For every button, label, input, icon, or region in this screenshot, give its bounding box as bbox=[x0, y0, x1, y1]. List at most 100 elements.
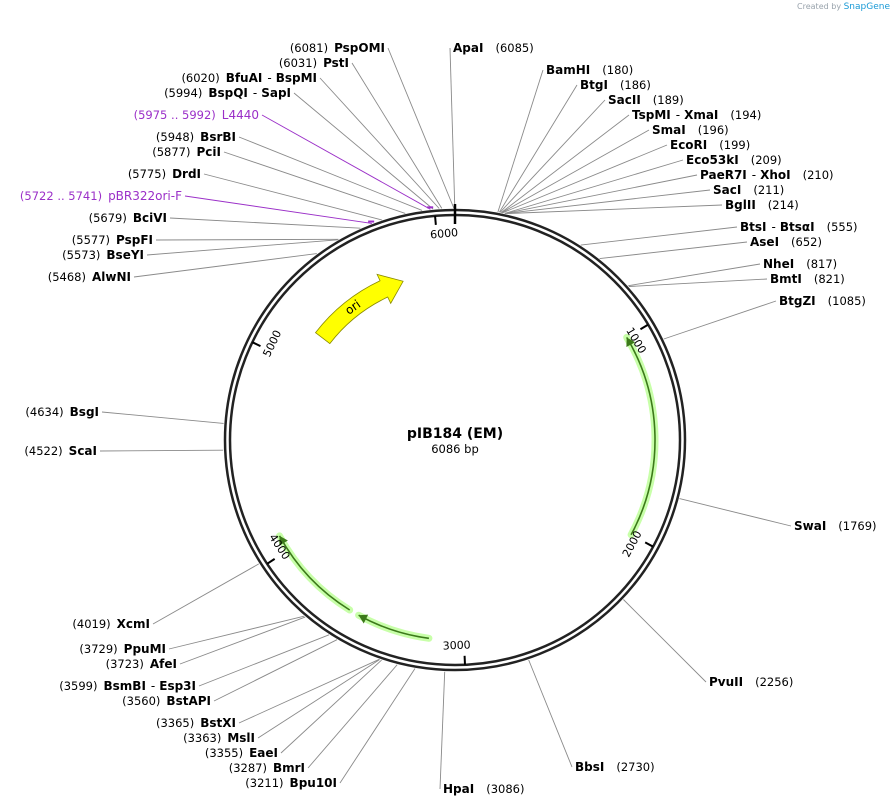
tick-mark-4000 bbox=[266, 558, 276, 565]
site-label-bspqi[interactable]: (5994)BspQI-SapI bbox=[164, 86, 291, 100]
site-leader-hpai bbox=[439, 671, 446, 790]
tick-label-3000: 3000 bbox=[442, 638, 471, 652]
site-label-hpai[interactable]: HpaI(3086) bbox=[443, 782, 524, 796]
site-label-asei[interactable]: AseI(652) bbox=[750, 235, 822, 249]
site-leader-eco53ki bbox=[504, 159, 684, 214]
site-leader-pcii bbox=[223, 151, 406, 214]
site-label-xcmi[interactable]: (4019)XcmI bbox=[72, 617, 150, 631]
site-label-bglii[interactable]: BglII(214) bbox=[725, 198, 799, 212]
site-label-btgzi[interactable]: BtgZI(1085) bbox=[779, 294, 866, 308]
site-label-bmri[interactable]: (3287)BmrI bbox=[229, 761, 305, 775]
site-leader-bsmbi bbox=[198, 634, 330, 687]
tick-mark-1000 bbox=[639, 323, 649, 331]
site-label-bstxi[interactable]: (3365)BstXI bbox=[156, 716, 236, 730]
site-label-swai[interactable]: SwaI(1769) bbox=[794, 519, 877, 533]
site-label-pcii[interactable]: (5877)PciI bbox=[152, 145, 221, 159]
site-label-smai[interactable]: SmaI(196) bbox=[652, 123, 729, 137]
ori-feature-arrow[interactable] bbox=[314, 273, 404, 345]
site-label-paer7i[interactable]: PaeR7I-XhoI(210) bbox=[700, 168, 834, 182]
tick-label-2000: 2000 bbox=[620, 529, 645, 560]
site-leader-tspmi bbox=[500, 114, 630, 213]
created-by-credit: Created by SnapGene bbox=[797, 2, 890, 12]
cds-feature-arc-2[interactable] bbox=[278, 535, 351, 611]
site-label-pbr322ori[interactable]: (5722 .. 5741)pBR322ori-F bbox=[20, 189, 182, 203]
site-leader-apai bbox=[449, 47, 456, 209]
site-leader-bmri bbox=[307, 664, 398, 769]
site-label-bpu10i[interactable]: (3211)Bpu10I bbox=[245, 776, 337, 790]
site-leader-bstxi bbox=[238, 658, 380, 724]
site-label-bsrbi[interactable]: (5948)BsrBI bbox=[156, 130, 236, 144]
site-leader-nhei bbox=[628, 263, 761, 287]
site-leader-pbr322ori bbox=[184, 195, 372, 224]
site-label-bcivi[interactable]: (5679)BciVI bbox=[89, 211, 167, 225]
site-label-eco53ki[interactable]: Eco53kI(209) bbox=[686, 153, 782, 167]
site-label-msli[interactable]: (3363)MslI bbox=[183, 731, 255, 745]
site-label-btgi[interactable]: BtgI(186) bbox=[580, 78, 651, 92]
site-label-nhei[interactable]: NheI(817) bbox=[763, 257, 837, 271]
site-leader-bcivi bbox=[169, 217, 361, 229]
site-label-bmti[interactable]: BmtI(821) bbox=[770, 272, 845, 286]
site-label-eaei[interactable]: (3355)EaeI bbox=[205, 746, 278, 760]
site-leader-bmti bbox=[628, 278, 768, 287]
site-leader-l4440 bbox=[261, 114, 431, 210]
site-leader-bsrbi bbox=[238, 136, 423, 211]
site-label-pspfi[interactable]: (5577)PspFI bbox=[72, 233, 153, 247]
site-leader-bbsi bbox=[528, 659, 573, 768]
site-label-saci[interactable]: SacI(211) bbox=[713, 183, 784, 197]
site-label-drdi[interactable]: (5775)DrdI bbox=[128, 167, 201, 181]
tick-mark-5000 bbox=[251, 341, 261, 348]
site-label-ppumi[interactable]: (3729)PpuMI bbox=[79, 642, 166, 656]
cds-feature-arc-1[interactable] bbox=[626, 336, 656, 536]
site-label-ecori[interactable]: EcoRI(199) bbox=[670, 138, 750, 152]
site-leader-pvuii bbox=[623, 599, 707, 683]
site-label-bfuai[interactable]: (6020)BfuAI-BspMI bbox=[181, 71, 317, 85]
site-label-bsmbi[interactable]: (3599)BsmBI-Esp3I bbox=[59, 679, 196, 693]
tick-mark-2000 bbox=[644, 541, 654, 548]
site-leader-bseyi bbox=[146, 239, 338, 256]
site-label-bseyi[interactable]: (5573)BseYI bbox=[62, 248, 144, 262]
site-leader-bstapi bbox=[213, 639, 338, 702]
site-label-psti[interactable]: (6031)PstI bbox=[279, 56, 349, 70]
site-leader-btgi bbox=[498, 84, 578, 213]
site-leader-xcmi bbox=[152, 563, 260, 625]
site-label-afei[interactable]: (3723)AfeI bbox=[106, 657, 177, 671]
site-leader-lines bbox=[99, 47, 792, 790]
site-leader-eaei bbox=[280, 659, 382, 754]
site-label-scai[interactable]: (4522)ScaI bbox=[24, 444, 97, 458]
site-label-pvuii[interactable]: PvuII(2256) bbox=[709, 675, 793, 689]
site-label-tspmi[interactable]: TspMI-XmaI(194) bbox=[632, 108, 761, 122]
site-label-btsi[interactable]: BtsI-BtsαI(555) bbox=[740, 220, 858, 234]
site-labels: ApaI(6085) BamHI(180)BtgI(186)SacII(189)T… bbox=[20, 41, 877, 796]
site-label-apai[interactable]: ApaI(6085) bbox=[453, 41, 534, 55]
credit-prefix: Created by bbox=[797, 2, 842, 11]
site-leader-bpu10i bbox=[339, 668, 416, 784]
site-label-bsgi[interactable]: (4634)BsgI bbox=[25, 405, 99, 419]
site-leader-bglii bbox=[505, 204, 723, 215]
site-leader-btgzi bbox=[663, 300, 777, 340]
site-label-l4440[interactable]: (5975 .. 5992)L4440 bbox=[134, 108, 259, 122]
site-label-pspomi[interactable]: (6081)PspOMI bbox=[290, 41, 385, 55]
cds-feature-glow-3 bbox=[355, 611, 433, 642]
cds-feature-arrowhead-2 bbox=[279, 535, 288, 546]
site-leader-swai bbox=[679, 498, 792, 527]
site-leader-sacii bbox=[499, 99, 606, 213]
site-label-alwni[interactable]: (5468)AlwNI bbox=[48, 270, 131, 284]
snapgene-brand: SnapGene bbox=[843, 2, 890, 12]
site-leader-psti bbox=[351, 62, 443, 209]
site-leader-saci bbox=[505, 189, 711, 214]
site-leader-msli bbox=[257, 659, 380, 739]
site-label-sacii[interactable]: SacII(189) bbox=[608, 93, 684, 107]
tick-label-6000: 6000 bbox=[430, 226, 459, 241]
site-leader-bamhi bbox=[497, 69, 544, 213]
site-leader-afei bbox=[179, 616, 306, 665]
site-label-bbsi[interactable]: BbsI(2730) bbox=[575, 760, 655, 774]
site-label-bstapi[interactable]: (3560)BstAPI bbox=[122, 694, 211, 708]
site-leader-paer7i bbox=[504, 174, 698, 214]
cds-feature-arrowhead-3 bbox=[358, 614, 369, 624]
site-label-bamhi[interactable]: BamHI(180) bbox=[546, 63, 633, 77]
feature-arrows: ori bbox=[276, 273, 659, 642]
site-leader-ecori bbox=[502, 144, 668, 214]
site-leader-btsi bbox=[580, 226, 738, 246]
site-leader-asei bbox=[599, 241, 748, 260]
